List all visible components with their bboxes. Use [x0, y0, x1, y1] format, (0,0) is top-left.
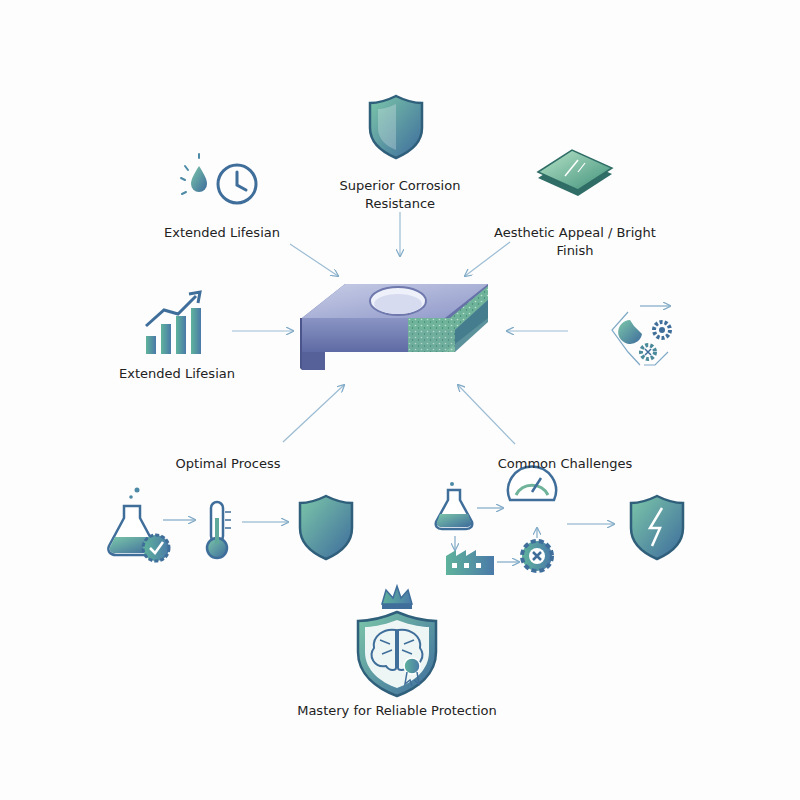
icon-label: Optimal Process [138, 455, 318, 473]
icon-label: Mastery for Reliable Protection [247, 702, 547, 720]
icon-label: Aesthetic Appeal / Bright Finish [490, 224, 660, 260]
icon-label: Extended Lifesian [87, 365, 267, 383]
icon-label: Common Challenges [465, 455, 665, 473]
icon-label: Superior Corrosion Resistance [325, 177, 475, 213]
icon-label: Extended Lifesian [132, 224, 312, 242]
